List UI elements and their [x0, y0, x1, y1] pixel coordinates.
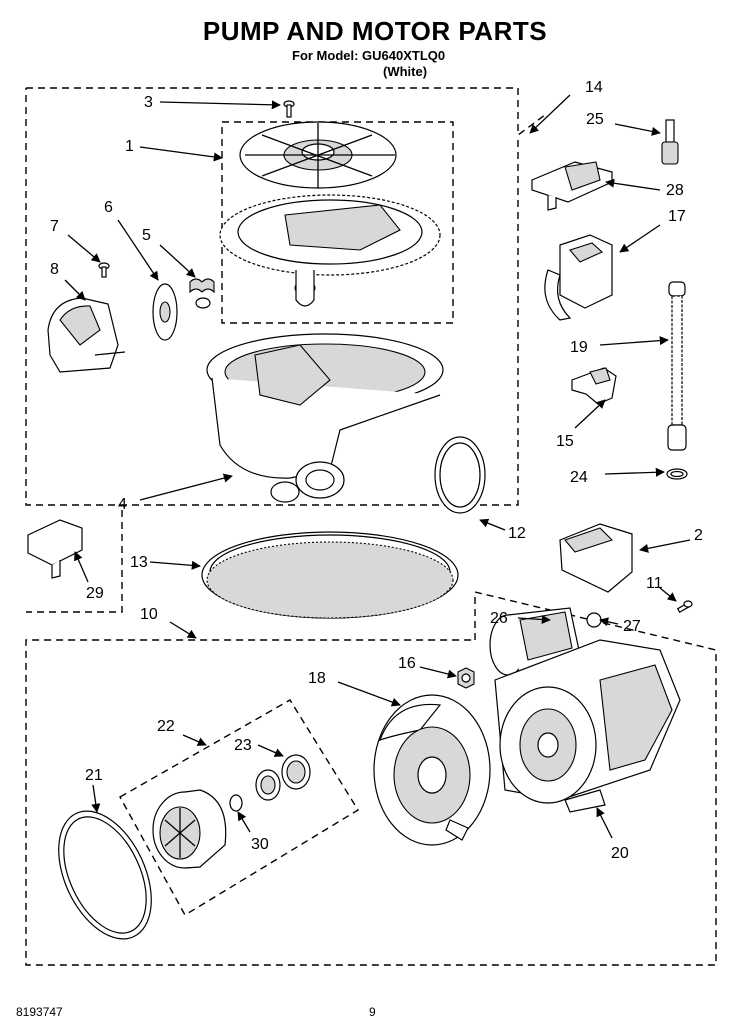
washer-part-27 — [586, 612, 602, 628]
motor-box — [25, 591, 717, 966]
callout-3: 3 — [144, 94, 153, 111]
screw-part-11 — [676, 600, 693, 614]
page-number: 9 — [369, 1005, 376, 1019]
screw-part-7 — [98, 262, 110, 278]
disc-part-6 — [152, 283, 178, 341]
pump-cover-part-1 — [239, 121, 397, 189]
nut-part-16 — [457, 667, 475, 689]
callout-6: 6 — [104, 199, 113, 216]
hose-part-19 — [667, 281, 687, 451]
bracket-part-2 — [559, 523, 633, 593]
callout-22: 22 — [157, 718, 175, 735]
o-ring-part-30 — [229, 794, 243, 812]
seal-part-13 — [201, 531, 459, 619]
callout-19: 19 — [570, 339, 588, 356]
callout-15: 15 — [556, 433, 574, 450]
color-line: (White) — [383, 64, 428, 79]
impeller-part-22 — [152, 789, 227, 869]
model-line: For Model: GU640XTLQ0 — [292, 48, 446, 63]
leader-lines — [64, 94, 691, 839]
bracket-box — [26, 510, 123, 613]
callout-7: 7 — [50, 218, 59, 235]
callout-14: 14 — [585, 79, 603, 96]
sensor-housing-part-17 — [544, 234, 613, 321]
callout-20: 20 — [611, 845, 629, 862]
callout-13: 13 — [130, 554, 148, 571]
motor-part-20 — [489, 607, 681, 813]
callout-29: 29 — [86, 585, 104, 602]
clamp-part-24 — [666, 468, 688, 480]
callout-4: 4 — [118, 496, 127, 513]
callout-17: 17 — [668, 208, 686, 225]
callout-27: 27 — [623, 618, 641, 635]
cover-part-28 — [531, 161, 613, 211]
callout-10: 10 — [140, 606, 158, 623]
seal-ring-part-21 — [58, 810, 152, 940]
callout-26: 26 — [490, 610, 508, 627]
callout-16: 16 — [398, 655, 416, 672]
callout-labels: 3 1 7 6 5 8 4 12 13 29 14 25 28 17 19 15… — [50, 79, 703, 862]
impeller-box — [119, 699, 359, 916]
screw-part-3 — [283, 100, 295, 118]
pump-housing-part-4 — [206, 333, 444, 503]
callout-23: 23 — [234, 737, 252, 754]
spring-part-5 — [189, 278, 215, 309]
callout-11: 11 — [646, 575, 663, 592]
callout-8: 8 — [50, 261, 59, 278]
callout-30: 30 — [251, 836, 269, 853]
callout-24: 24 — [570, 469, 588, 486]
seal-part-23 — [255, 754, 311, 801]
filter-gear-ring — [219, 194, 441, 307]
callout-25: 25 — [586, 111, 604, 128]
callout-12: 12 — [508, 525, 526, 542]
pump-housing-box — [221, 121, 454, 324]
chopper-housing-part-8 — [47, 297, 126, 373]
callout-18: 18 — [308, 670, 326, 687]
bracket-part-29 — [27, 519, 83, 579]
sensor-part-25 — [661, 119, 679, 165]
impeller-housing-part-18 — [373, 694, 491, 846]
callout-21: 21 — [85, 767, 103, 784]
clip-part-15 — [571, 367, 617, 405]
callout-28: 28 — [666, 182, 684, 199]
gasket-part-12 — [434, 436, 486, 514]
document-number: 8193747 — [16, 1005, 63, 1019]
callout-5: 5 — [142, 227, 151, 244]
callout-2: 2 — [694, 527, 703, 544]
page-title: PUMP AND MOTOR PARTS — [202, 16, 548, 46]
callout-1: 1 — [125, 138, 134, 155]
